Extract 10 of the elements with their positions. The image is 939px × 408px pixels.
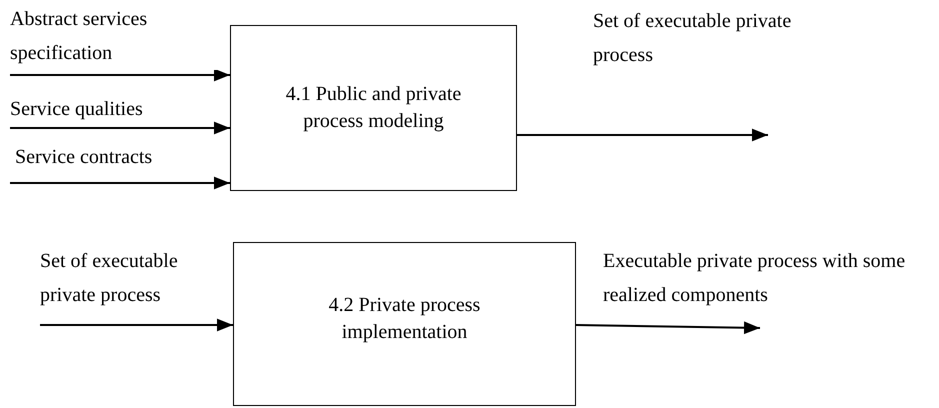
arrow: [10, 176, 230, 190]
box-label: 4.1 Public and private process modeling: [284, 82, 462, 134]
process-box: [230, 25, 517, 191]
process-box: [233, 242, 576, 406]
arrow: [10, 122, 230, 134]
box-label: 4.2 Private process implementation: [328, 293, 482, 345]
arrow: [517, 128, 768, 142]
arrow: [40, 318, 233, 332]
arrow: [576, 321, 760, 334]
arrow: [10, 68, 230, 82]
